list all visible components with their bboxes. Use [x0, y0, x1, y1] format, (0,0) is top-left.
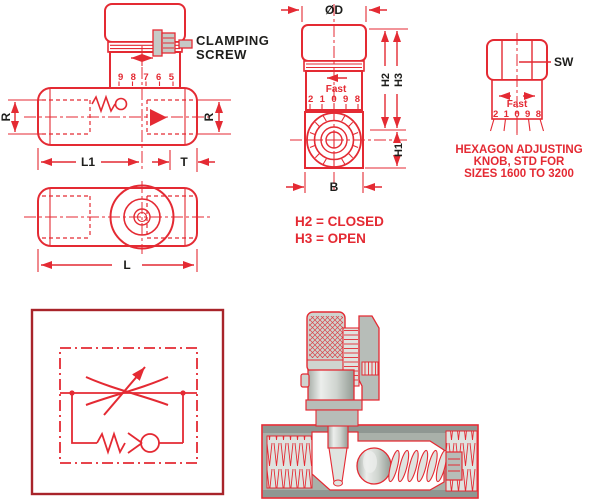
label-sw: SW: [554, 55, 574, 69]
bonnet-flange: [305, 399, 363, 411]
bonnet-neck: [315, 409, 359, 427]
dimension-notes: H2 = CLOSED H3 = OPEN: [295, 214, 384, 246]
label-h3: H3: [393, 73, 405, 87]
clamping-screw-label-2: SCREW: [196, 47, 247, 62]
label-od: ØD: [325, 3, 343, 17]
spring-seat: [445, 451, 463, 481]
label-fast-front: Fast: [326, 84, 347, 95]
hydraulic-symbol: [30, 308, 225, 496]
top-view-drawing: L: [24, 181, 212, 272]
flow-arrow: [150, 109, 167, 126]
side-scale-numbers: 9 8 7 6 5: [118, 72, 175, 83]
check-spring: [388, 449, 448, 483]
label-r-left: R: [0, 112, 13, 121]
symbol-enclosure: [59, 347, 198, 464]
restrictor-arc-2: [85, 376, 169, 406]
check-ball-symbol: [114, 97, 128, 111]
label-l1: L1: [81, 155, 95, 169]
hex-caption-2: KNOB, STD FOR: [474, 156, 565, 168]
bonnet-bracket: [358, 315, 380, 401]
clamping-screw-label-1: CLAMPING: [196, 33, 269, 48]
clamping-screw-icon: [178, 39, 193, 49]
label-h2: H2: [380, 73, 392, 87]
note-h3-open: H3 = OPEN: [295, 231, 366, 246]
hex-caption-3: SIZES 1600 TO 3200: [464, 168, 574, 180]
adjustable-arrow: [103, 366, 146, 416]
hex-caption-1: HEXAGON ADJUSTING: [455, 144, 582, 156]
hex-scale-numbers: 2 1 0 9 8: [493, 109, 541, 120]
cutaway-knob-assembly: [300, 311, 380, 427]
clamping-screw-boss: [152, 29, 163, 57]
check-spring-symbol: [91, 94, 116, 114]
front-view-drawing: Fast 2 1 0 9 8 ØD H2 H3 H1 B: [281, 3, 408, 194]
label-l: L: [123, 258, 130, 272]
hex-knob-drawing: Fast 2 1 0 9 8 SW HEXAGON ADJUSTING KNOB…: [455, 33, 583, 180]
note-h2-closed: H2 = CLOSED: [295, 214, 384, 229]
lock-button: [300, 373, 310, 388]
label-r-right: R: [202, 112, 216, 121]
label-t: T: [180, 155, 188, 169]
side-thread-stub: [361, 361, 379, 376]
label-h1: H1: [393, 143, 405, 157]
label-b: B: [330, 180, 339, 194]
cutaway-illustration: [261, 311, 479, 499]
side-view-drawing: 9 8 7 6 5 CLAMPING SCREW R R L1: [0, 3, 269, 172]
symbol-spring: [96, 431, 126, 455]
bonnet-cylinder: [307, 369, 355, 403]
